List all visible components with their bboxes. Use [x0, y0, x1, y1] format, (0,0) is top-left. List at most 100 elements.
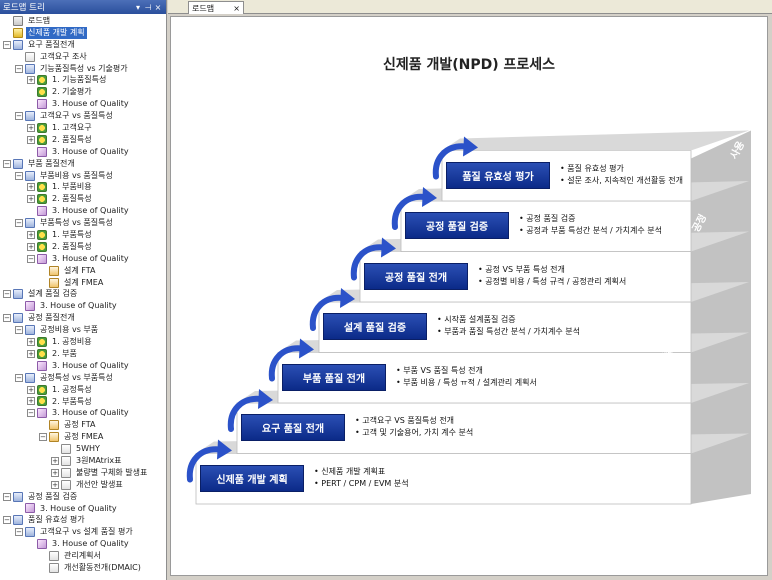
tree-node-label: 1. 부품비용 [52, 182, 92, 192]
tree-node[interactable]: 3. House of Quality [0, 98, 166, 110]
collapse-icon[interactable]: − [15, 373, 23, 382]
process-step-box[interactable]: 설계 품질 검증 [323, 313, 427, 340]
tree-node[interactable]: 3. House of Quality [0, 146, 166, 158]
tree-node[interactable]: +1. 부품특성 [0, 229, 166, 241]
qfd-icon [37, 408, 47, 419]
tree-node[interactable]: −부품특성 vs 품질특성 [0, 217, 166, 229]
expand-icon[interactable]: + [27, 349, 35, 358]
tree-node[interactable]: +2. 품질특성 [0, 193, 166, 205]
process-step-box[interactable]: 공정 품질 검증 [405, 212, 509, 239]
tree-node[interactable]: 관리계획서 [0, 550, 166, 562]
tree-node[interactable]: −공정 품질 검증 [0, 491, 166, 503]
tree-node[interactable]: −3. House of Quality [0, 407, 166, 419]
tree-node[interactable]: 설계 FTA [0, 265, 166, 277]
expand-icon[interactable]: + [27, 135, 35, 144]
tree-node[interactable]: −기능품질특성 vs 기술평가 [0, 63, 166, 75]
expand-icon[interactable]: + [51, 456, 59, 465]
panel-dropdown-icon[interactable]: ▾ [135, 2, 140, 12]
tree-node[interactable]: −공정비용 vs 부품 [0, 324, 166, 336]
tree-node[interactable]: 2. 기술평가 [0, 86, 166, 98]
bullet-text: 공정과 부품 특성간 분석 / 가치계수 분석 [519, 225, 662, 237]
tree-node[interactable]: +불량별 구체화 발생표 [0, 467, 166, 479]
tree-node[interactable]: −공정 품질전개 [0, 312, 166, 324]
tab-roadmap[interactable]: 로드맵 × [188, 1, 244, 14]
expand-icon[interactable]: + [27, 385, 35, 394]
tree-node-label: 3. House of Quality [52, 253, 129, 263]
tree-node[interactable]: +개선안 발생표 [0, 479, 166, 491]
collapse-icon[interactable]: − [15, 112, 23, 121]
tree-node[interactable]: 설계 FMEA [0, 277, 166, 289]
tree-node[interactable]: +1. 기능품질특성 [0, 74, 166, 86]
process-step-box[interactable]: 공정 품질 전개 [364, 262, 468, 290]
expand-icon[interactable]: + [27, 230, 35, 239]
process-step-box[interactable]: 요구 품질 전개 [241, 414, 345, 441]
expand-icon[interactable]: + [27, 183, 35, 192]
tree-node[interactable]: −부품비용 vs 품질특성 [0, 170, 166, 182]
expand-icon[interactable]: + [27, 123, 35, 132]
tree-node[interactable]: −고객요구 vs 품질특성 [0, 110, 166, 122]
tree-node[interactable]: 3. House of Quality [0, 503, 166, 515]
tree-node[interactable]: −부품 품질전개 [0, 158, 166, 170]
expand-icon[interactable]: + [27, 337, 35, 346]
tree-node[interactable]: −설계 품질 검증 [0, 288, 166, 300]
tree-node[interactable]: 고객요구 조사 [0, 51, 166, 63]
tree-node[interactable]: −고객요구 vs 설계 품질 평가 [0, 526, 166, 538]
tree-node[interactable]: +1. 공정특성 [0, 384, 166, 396]
expand-icon[interactable]: + [27, 195, 35, 204]
expand-icon[interactable]: + [27, 242, 35, 251]
collapse-icon[interactable]: − [39, 433, 47, 442]
tree-panel-titlebar: 로드맵 트리 ▾ ⊣ × [0, 0, 166, 14]
panel-pin-icon[interactable]: ⊣ [144, 2, 152, 12]
tree-node[interactable]: +2. 부품 [0, 348, 166, 360]
expand-icon[interactable]: + [27, 397, 35, 406]
collapse-icon[interactable]: − [3, 290, 11, 299]
collapse-icon[interactable]: − [15, 64, 23, 73]
panel-close-icon[interactable]: × [154, 2, 162, 12]
collapse-icon[interactable]: − [3, 492, 11, 501]
collapse-icon[interactable]: − [15, 326, 23, 335]
tree-spacer [15, 302, 23, 310]
collapse-icon[interactable]: − [3, 516, 11, 525]
expand-icon[interactable]: + [51, 480, 59, 489]
tree-node[interactable]: +3원MAtrix표 [0, 455, 166, 467]
tree-node[interactable]: 3. House of Quality [0, 538, 166, 550]
tree-node[interactable]: −요구 품질전개 [0, 39, 166, 51]
tree-node[interactable]: +1. 고객요구 [0, 122, 166, 134]
collapse-icon[interactable]: − [3, 314, 11, 323]
process-step-box[interactable]: 부품 품질 전개 [282, 363, 386, 391]
tree-node[interactable]: +2. 부품특성 [0, 396, 166, 408]
tree-node[interactable]: 3. House of Quality [0, 360, 166, 372]
tree-node[interactable]: 공정 FTA [0, 419, 166, 431]
tree-node[interactable]: +2. 품질특성 [0, 134, 166, 146]
process-step-box[interactable]: 신제품 개발 계획 [200, 464, 304, 492]
tree-node-label: 3. House of Quality [52, 360, 129, 370]
folder-icon [25, 170, 35, 181]
collapse-icon[interactable]: − [3, 159, 11, 168]
tree-node[interactable]: 3. House of Quality [0, 300, 166, 312]
tree-node[interactable]: +1. 부품비용 [0, 181, 166, 193]
tree-node[interactable]: +2. 품질특성 [0, 241, 166, 253]
collapse-icon[interactable]: − [15, 219, 23, 228]
tree-node[interactable]: 개선활동전개(DMAIC) [0, 562, 166, 574]
tree-node[interactable]: 로드맵 [0, 15, 166, 27]
tree-node-label: 관리계획서 [64, 551, 101, 561]
collapse-icon[interactable]: − [15, 171, 23, 180]
collapse-icon[interactable]: − [27, 254, 35, 263]
tree-node[interactable]: 3. House of Quality [0, 205, 166, 217]
tree-node[interactable]: −공정 FMEA [0, 431, 166, 443]
tree-node[interactable]: − 3. House of Quality [0, 253, 166, 265]
tab-close-icon[interactable]: × [233, 3, 240, 13]
process-step-box[interactable]: 품질 유효성 평가 [446, 161, 550, 189]
collapse-icon[interactable]: − [3, 40, 11, 49]
expand-icon[interactable]: + [51, 468, 59, 477]
collapse-icon[interactable]: − [27, 409, 35, 418]
expand-icon[interactable]: + [27, 76, 35, 85]
tree-node[interactable]: −품질 유효성 평가 [0, 514, 166, 526]
tree-node[interactable]: 5WHY [0, 443, 166, 455]
tree-node[interactable]: 신제품 개발 계획 [0, 26, 166, 39]
tree-node-label: 2. 품질특성 [52, 241, 92, 251]
tree-node-label: 3. House of Quality [52, 146, 129, 156]
tree-node[interactable]: −공정특성 vs 부품특성 [0, 372, 166, 384]
tree-node[interactable]: +1. 공정비용 [0, 336, 166, 348]
collapse-icon[interactable]: − [15, 528, 23, 537]
